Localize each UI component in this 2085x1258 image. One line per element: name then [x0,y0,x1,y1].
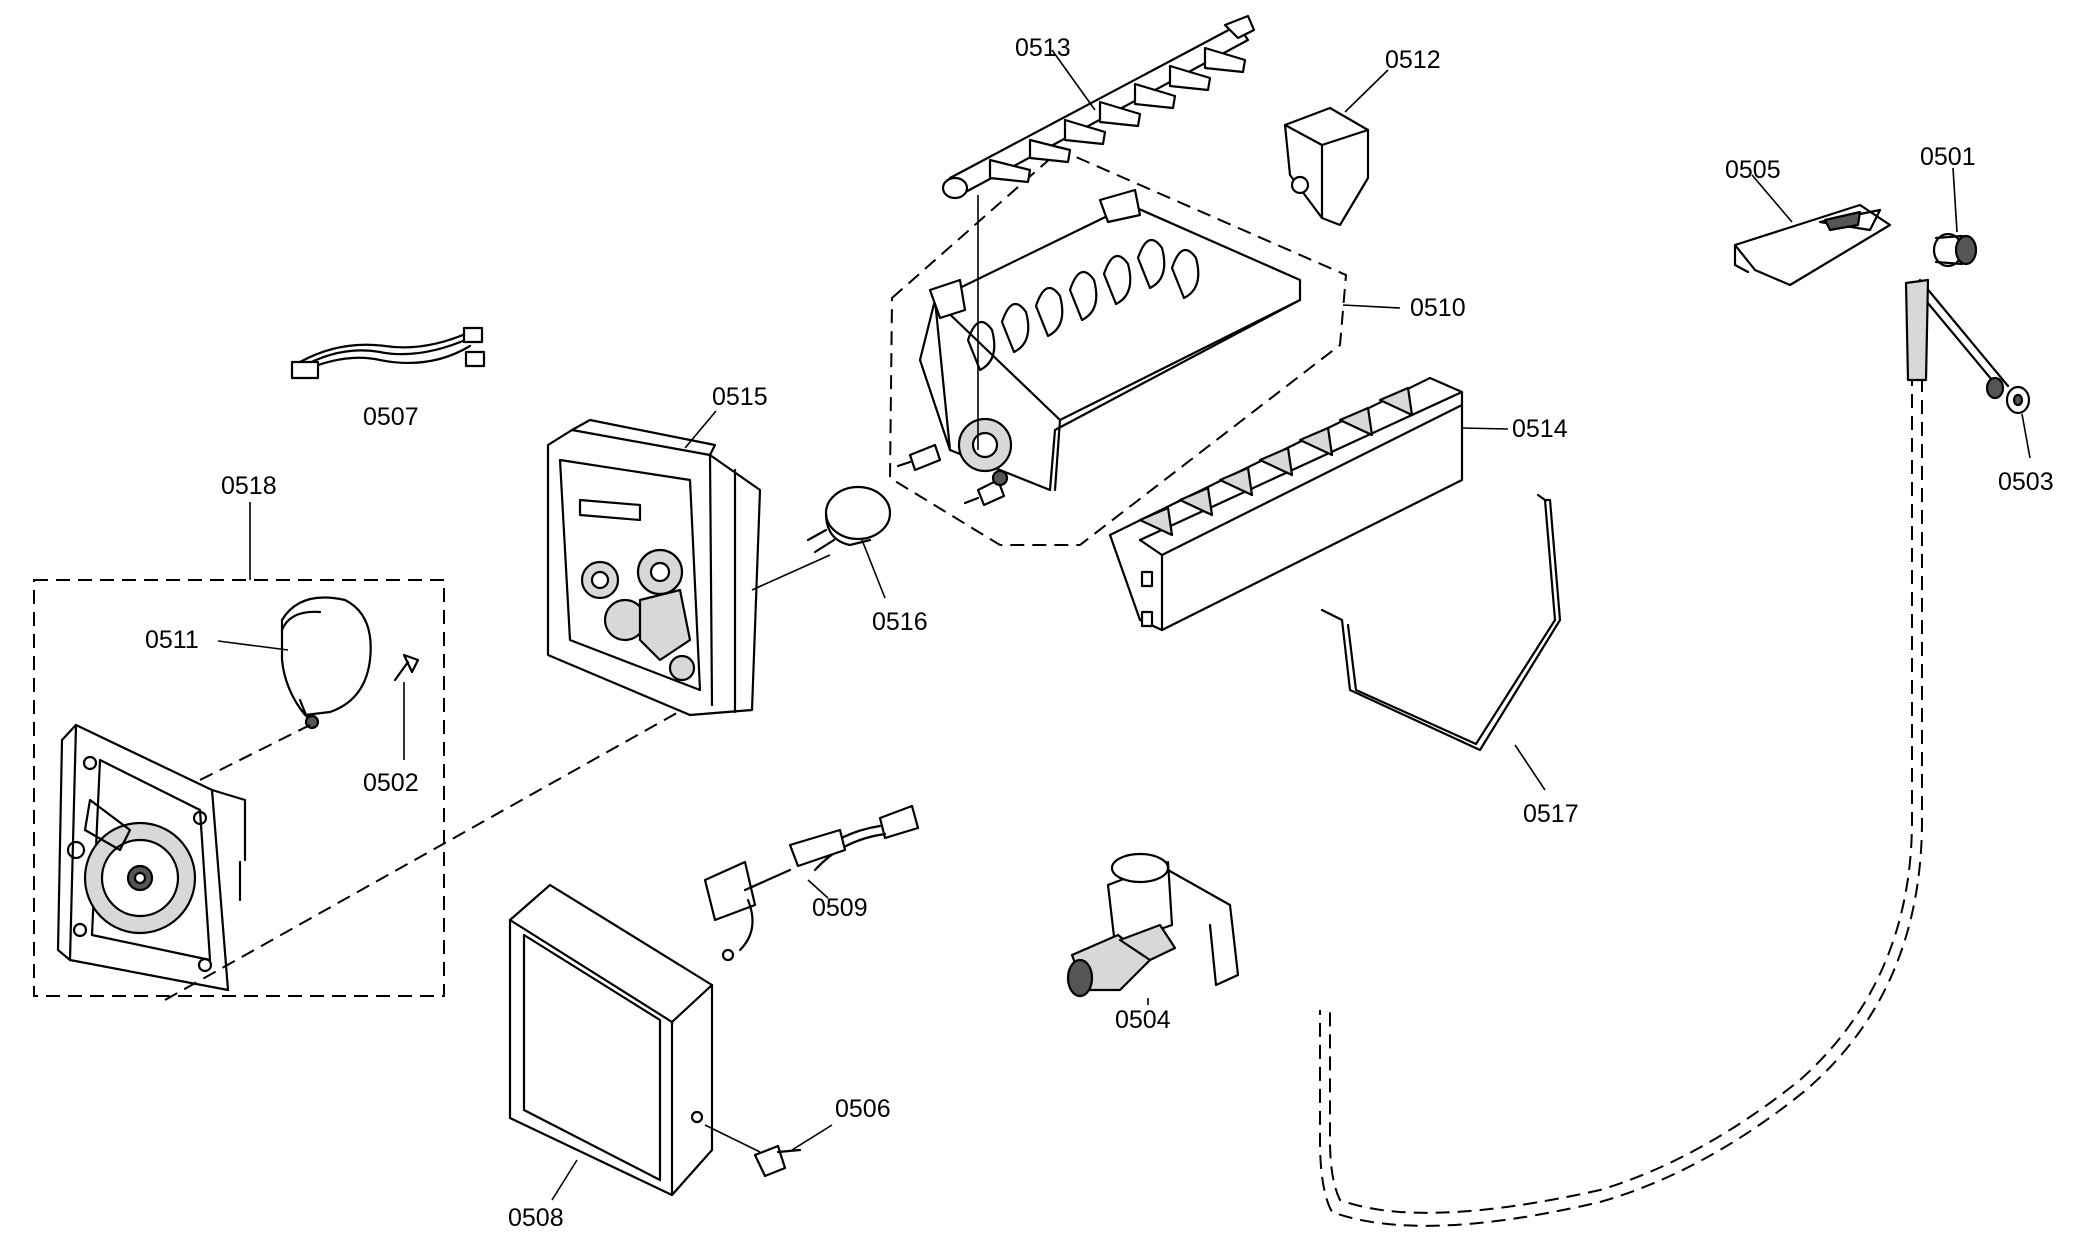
part-0505-switch-bracket [1733,174,1892,287]
label-0514: 0514 [1512,415,1568,443]
part-0513-ejector [941,14,1256,450]
part-0515-housing [546,410,831,717]
label-0505: 0505 [1725,156,1781,184]
label-0510: 0510 [1410,294,1466,322]
label-0502: 0502 [363,769,419,797]
label-0507: 0507 [363,403,419,431]
label-0508: 0508 [508,1204,564,1232]
part-0508-cover [508,883,714,1201]
part-0502-screw [393,653,420,760]
part-0504-water-valve [1066,852,1240,1005]
part-0501-grommet [1932,167,1978,268]
water-fill-tube [1319,278,1930,1227]
label-0512: 0512 [1385,46,1441,74]
label-0504: 0504 [1115,1006,1171,1034]
part-0517-shutoff-arm [1320,493,1562,791]
part-0514-stripper [1108,376,1509,632]
part-0516-thermostat [806,485,892,599]
label-0503: 0503 [1998,468,2054,496]
part-0511-motor [217,596,372,730]
part-0510-mold [888,148,1401,546]
label-0516: 0516 [872,608,928,636]
label-0509: 0509 [812,894,868,922]
label-0501: 0501 [1920,143,1976,171]
part-0518-control-assembly [33,502,701,1001]
label-0506: 0506 [835,1095,891,1123]
part-0506-screw [704,1124,833,1178]
part-0503-nut [1910,278,2031,459]
part-0507-wire-harness [290,326,486,380]
part-0509-harness [703,804,920,962]
label-0517: 0517 [1523,800,1579,828]
label-0513: 0513 [1015,34,1071,62]
label-0515: 0515 [712,383,768,411]
label-0511: 0511 [145,626,199,654]
label-0518: 0518 [221,472,277,500]
part-0512-fill-cup [1283,69,1389,227]
part-labels: 0513 0512 0505 0501 0510 0507 0515 0514 … [145,34,2054,1232]
